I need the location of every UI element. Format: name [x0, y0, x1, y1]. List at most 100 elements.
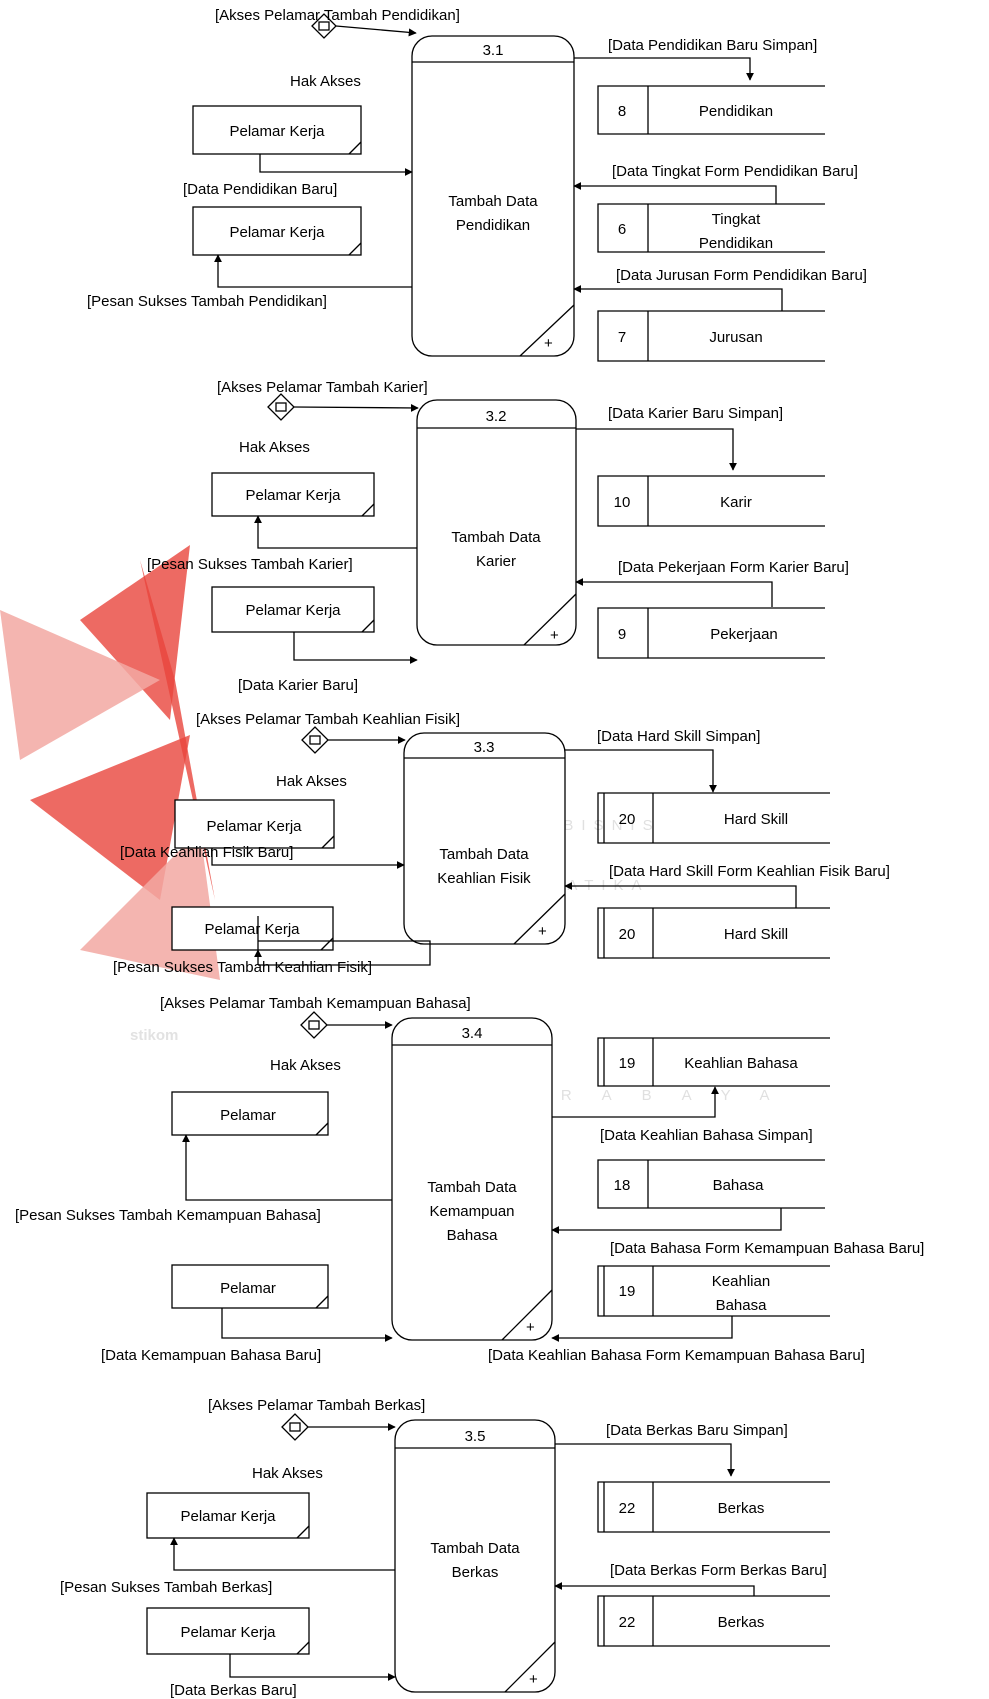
entity-label: Pelamar Kerja	[204, 921, 300, 938]
process-box[interactable]	[411, 35, 575, 357]
process-name-2: Kemampuan	[429, 1203, 514, 1220]
input-flow	[259, 154, 413, 176]
access-label: [Akses Pelamar Tambah Karier]	[217, 379, 428, 396]
store-18[interactable]	[597, 1159, 825, 1209]
store-name-1: Keahlian	[712, 1273, 770, 1290]
access-flow	[293, 403, 419, 412]
section-3-3: [Akses Pelamar Tambah Keahlian Fisik] 3.…	[113, 711, 890, 976]
store-save-label: [Data Berkas Baru Simpan]	[606, 1422, 788, 1439]
read-flow	[575, 578, 773, 607]
input-label: [Data Kemampuan Bahasa Baru]	[101, 1347, 321, 1364]
expand-plus-icon: +	[550, 627, 559, 644]
success-flow	[170, 1537, 395, 1571]
entity-label: Pelamar	[220, 1107, 276, 1124]
store-9[interactable]	[597, 607, 825, 659]
input-label: [Data Keahlian Fisik Baru]	[120, 844, 293, 861]
read-label: [Data Jurusan Form Pendidikan Baru]	[616, 267, 867, 284]
store-22[interactable]	[597, 1595, 830, 1647]
process-id: 3.5	[465, 1428, 486, 1445]
store-22[interactable]	[597, 1481, 830, 1533]
store-20[interactable]	[597, 907, 830, 959]
success-label: [Pesan Sukses Tambah Karier]	[147, 556, 353, 573]
expand-plus-icon: +	[544, 335, 553, 352]
read-label: [Data Bahasa Form Kemampuan Bahasa Baru]	[610, 1240, 924, 1257]
process-id: 3.4	[462, 1025, 483, 1042]
store-save-flow	[565, 749, 717, 793]
read-label: [Data Hard Skill Form Keahlian Fisik Bar…	[609, 863, 890, 880]
success-label: [Pesan Sukses Tambah Pendidikan]	[87, 293, 327, 310]
entity-pelamar-kerja[interactable]	[171, 906, 334, 951]
store-7[interactable]	[597, 310, 825, 362]
store-no: 9	[618, 626, 626, 643]
hak-akses-label: Hak Akses	[290, 73, 361, 90]
store-no: 6	[618, 221, 626, 238]
process-box[interactable]	[416, 399, 577, 646]
success-flow	[182, 1134, 392, 1201]
success-flow	[214, 254, 412, 288]
store-name: Hard Skill	[724, 811, 788, 828]
entity-label: Pelamar Kerja	[229, 123, 325, 140]
store-save-flow	[555, 1443, 735, 1477]
store-save-flow	[576, 428, 737, 471]
entity-pelamar-kerja[interactable]	[192, 105, 362, 155]
input-label: [Data Pendidikan Baru]	[183, 181, 337, 198]
entity-pelamar-kerja[interactable]	[174, 799, 335, 849]
entity-pelamar[interactable]	[171, 1091, 329, 1136]
store-6[interactable]	[597, 203, 825, 253]
access-label: [Akses Pelamar Tambah Keahlian Fisik]	[196, 711, 460, 728]
store-no: 20	[619, 811, 636, 828]
entity-label: Pelamar Kerja	[245, 487, 341, 504]
expand-plus-icon: +	[526, 1319, 535, 1336]
store-no: 19	[619, 1055, 636, 1072]
entity-corner	[348, 242, 362, 256]
store-20[interactable]	[597, 792, 830, 844]
store-no: 20	[619, 926, 636, 943]
store-name: Berkas	[718, 1614, 765, 1631]
store-name: Pekerjaan	[710, 626, 778, 643]
read-flow	[573, 182, 777, 204]
store-8[interactable]	[597, 85, 825, 135]
access-diamond-inner	[318, 21, 330, 31]
store-no: 7	[618, 329, 626, 346]
access-label: [Akses Pelamar Tambah Pendidikan]	[215, 7, 460, 24]
process-name-2: Berkas	[452, 1564, 499, 1581]
entity-pelamar-kerja[interactable]	[211, 472, 375, 517]
store-10[interactable]	[597, 475, 825, 527]
input-flow	[221, 1308, 393, 1342]
read-label: [Data Tingkat Form Pendidikan Baru]	[612, 163, 858, 180]
entity-pelamar-kerja[interactable]	[192, 206, 362, 256]
store-name-1: Tingkat	[712, 211, 761, 228]
entity-pelamar-kerja[interactable]	[146, 1607, 310, 1655]
store-save-flow	[574, 57, 754, 81]
process-name-2: Karier	[476, 553, 516, 570]
entity-corner	[348, 141, 362, 155]
store-no: 18	[614, 1177, 631, 1194]
store-name: Keahlian Bahasa	[684, 1055, 798, 1072]
process-name-1: Tambah Data	[439, 846, 529, 863]
hak-akses-label: Hak Akses	[270, 1057, 341, 1074]
process-id: 3.2	[486, 408, 507, 425]
store-name: Pendidikan	[699, 103, 773, 120]
store-save-label: [Data Karier Baru Simpan]	[608, 405, 783, 422]
process-box[interactable]	[391, 1017, 553, 1341]
process-id: 3.1	[483, 42, 504, 59]
entity-label: Pelamar	[220, 1280, 276, 1297]
entity-pelamar-kerja[interactable]	[146, 1492, 310, 1539]
process-name-1: Tambah Data	[451, 529, 541, 546]
process-box[interactable]	[403, 732, 566, 945]
store-19[interactable]	[597, 1037, 830, 1087]
store-19[interactable]	[597, 1265, 830, 1317]
read-flow	[564, 882, 797, 908]
input-flow	[293, 632, 418, 664]
entity-pelamar[interactable]	[171, 1264, 329, 1309]
read-label: [Data Keahlian Bahasa Form Kemampuan Bah…	[488, 1347, 865, 1364]
process-id: 3.3	[474, 739, 495, 756]
read-flow	[554, 1582, 755, 1596]
entity-pelamar-kerja[interactable]	[211, 586, 375, 633]
store-name: Bahasa	[713, 1177, 765, 1194]
success-label: [Pesan Sukses Tambah Kemampuan Bahasa]	[15, 1207, 321, 1224]
process-box[interactable]	[394, 1419, 556, 1693]
entity-label: Pelamar Kerja	[180, 1508, 276, 1525]
store-no: 22	[619, 1614, 636, 1631]
success-flow-line	[257, 916, 404, 950]
